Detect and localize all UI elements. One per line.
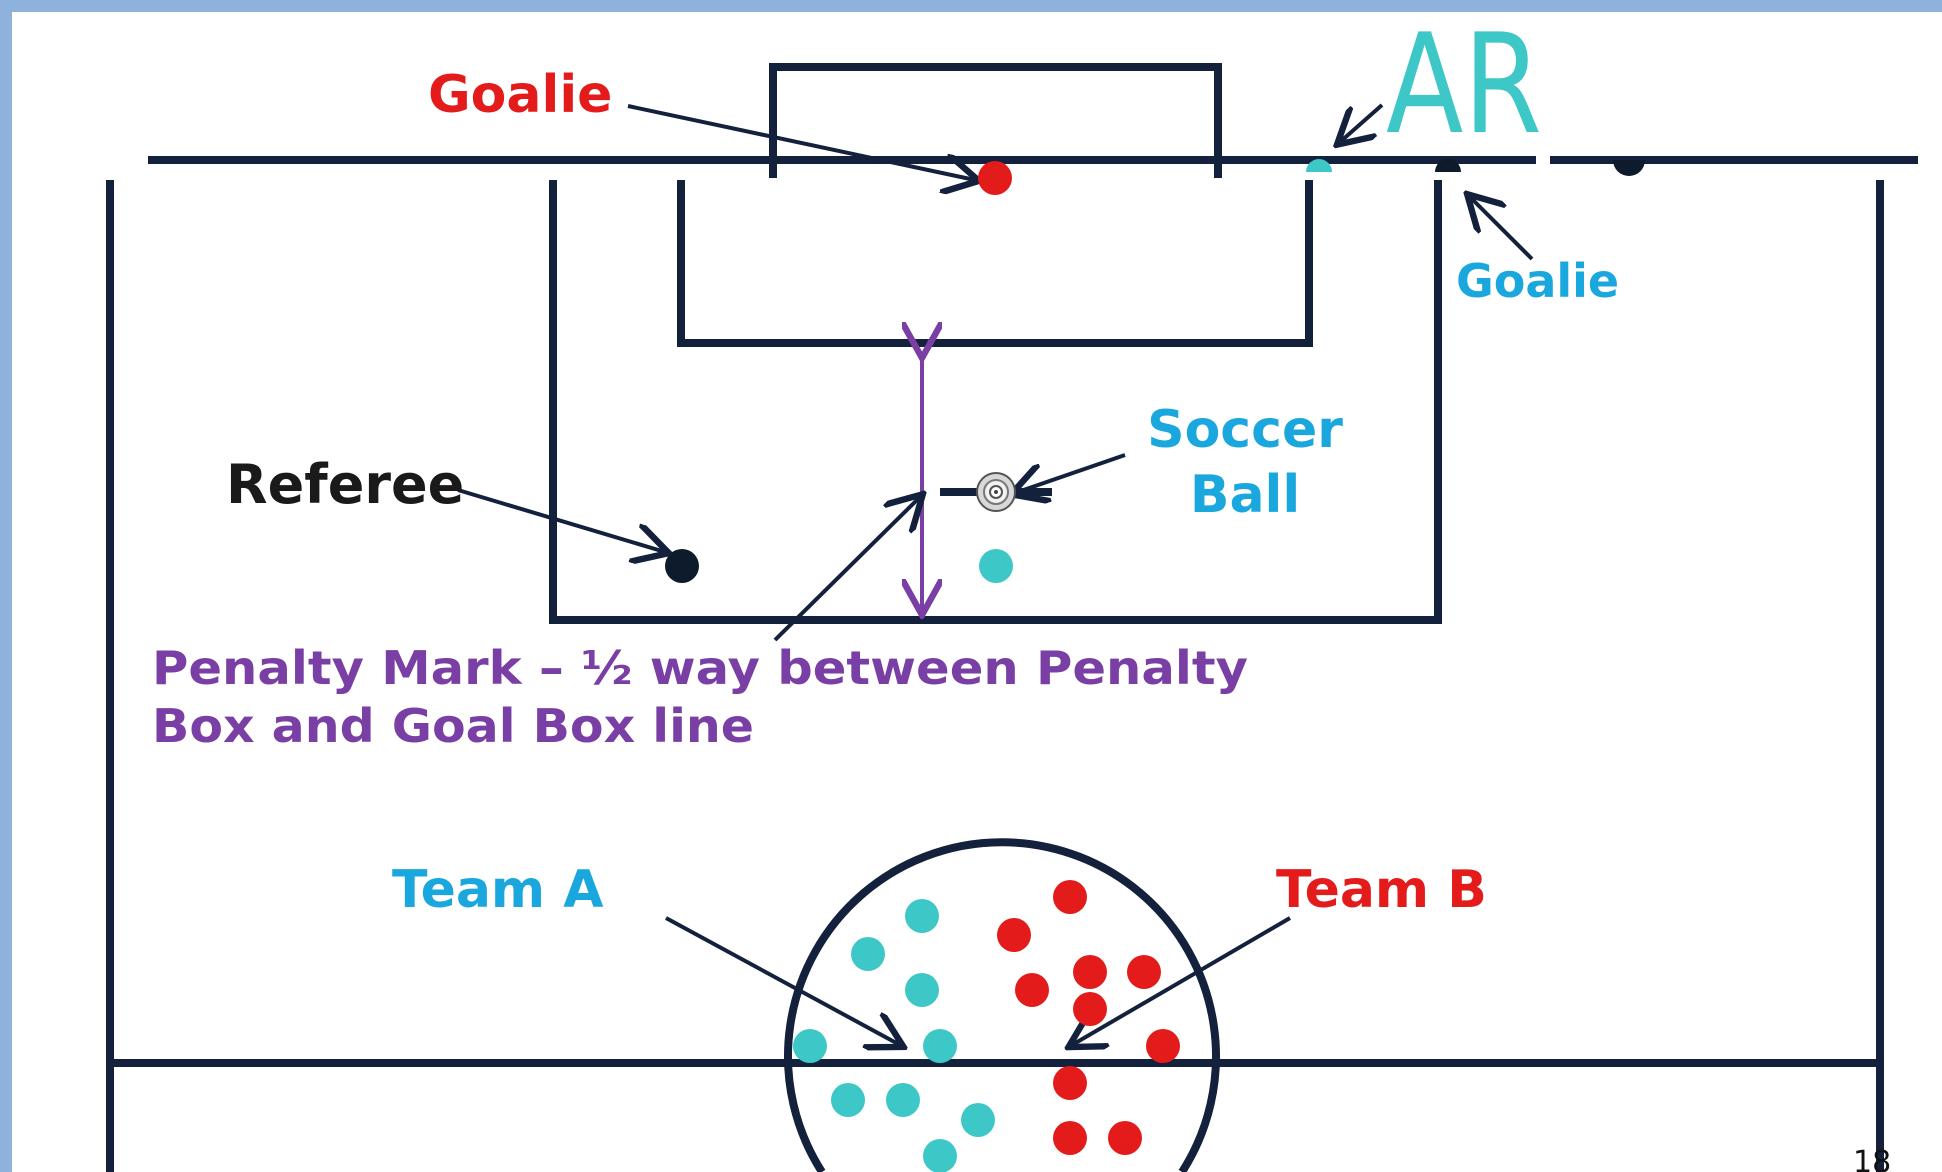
frame-top — [0, 0, 1942, 12]
field-lines — [106, 63, 1918, 1172]
goal-net — [769, 63, 1222, 178]
goalie-blue-marker — [1435, 159, 1461, 172]
team-b-arrow — [1072, 916, 1292, 1045]
referee-arrow — [457, 488, 665, 552]
penalty-box — [549, 180, 1442, 624]
team-b-player — [1053, 1121, 1087, 1155]
goalie-right-arrow — [1470, 197, 1534, 261]
penalty-label-line1: Penalty Mark – ½ way between Penalty — [152, 641, 1248, 695]
team-a-player — [886, 1083, 920, 1117]
ar-label: AR — [1386, 4, 1542, 165]
team-b-player — [997, 918, 1031, 952]
team-b-player — [1073, 955, 1107, 989]
kicker-team-a-dot — [979, 549, 1013, 583]
goalie-top-label: Goalie — [428, 65, 612, 125]
soccer-ball-icon — [976, 472, 1016, 512]
goalie-red-dot — [978, 161, 1012, 195]
goalie-right-label: Goalie — [1456, 254, 1619, 308]
ar-marker — [1306, 159, 1332, 172]
goal-box — [677, 180, 1313, 347]
team-a-arrow — [665, 916, 900, 1045]
frame-left — [0, 0, 12, 1172]
team-a-player — [831, 1083, 865, 1117]
team-b-label: Team B — [1276, 860, 1487, 920]
team-b-player — [1127, 955, 1161, 989]
team-b-player — [1146, 1029, 1180, 1063]
team-b-player — [1053, 1066, 1087, 1100]
players — [665, 154, 1645, 1172]
team-b-player — [1108, 1121, 1142, 1155]
referee-label: Referee — [226, 453, 464, 516]
pointer-arrows — [457, 103, 1534, 1045]
center-circle — [784, 838, 1220, 1172]
soccer-ball-label-line1: Soccer — [1147, 400, 1343, 460]
official-marker — [1613, 160, 1645, 176]
team-a-player — [923, 1029, 957, 1063]
team-b-player — [1073, 992, 1107, 1026]
penalty-label-line2: Box and Goal Box line — [152, 699, 754, 753]
page-number: 18 — [1853, 1145, 1891, 1172]
team-a-player — [905, 899, 939, 933]
team-a-player — [905, 973, 939, 1007]
ar-arrow — [1340, 103, 1384, 142]
team-a-player — [961, 1103, 995, 1137]
team-a-player — [851, 937, 885, 971]
team-a-player — [793, 1029, 827, 1063]
team-b-player — [1053, 880, 1087, 914]
goal-line-gap — [1536, 154, 1550, 168]
team-a-player — [923, 1139, 957, 1172]
penalty-mark-arrow — [773, 497, 920, 642]
soccer-ball-label-line2: Ball — [1190, 465, 1300, 525]
soccer-ball-arrow — [1015, 453, 1126, 493]
team-b-player — [1015, 973, 1049, 1007]
team-a-label: Team A — [392, 860, 603, 920]
referee-dot — [665, 549, 699, 583]
goalie-top-arrow — [627, 104, 975, 180]
